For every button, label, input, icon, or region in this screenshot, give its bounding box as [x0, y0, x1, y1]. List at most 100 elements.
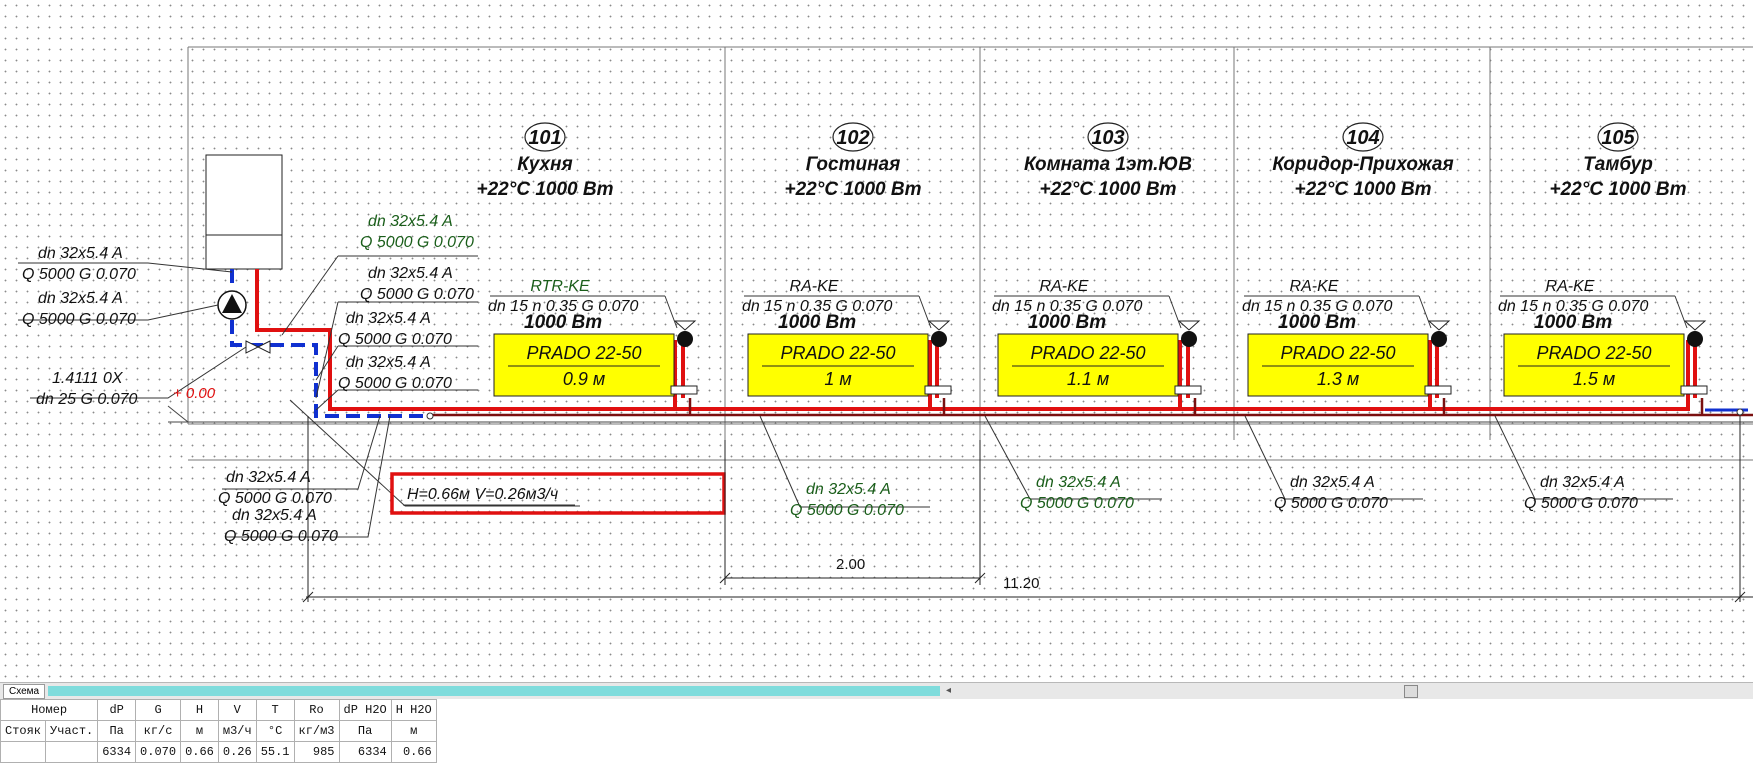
radiator-connection	[670, 385, 698, 395]
pump-icon[interactable]	[217, 290, 247, 320]
table-header-row: Номер dP G H V T Ro dP H2O H H2O	[0, 699, 437, 721]
pipe-label-left1: Q 5000 G 0.070	[22, 266, 136, 283]
table-cell[interactable]: 0.070	[135, 741, 182, 763]
room-number-badge	[832, 122, 874, 152]
table-header: H H2O	[390, 699, 437, 721]
room-params: +22°C 1000 Вт	[477, 179, 614, 200]
pipe-label-section4: Q 5000 G 0.070	[1524, 495, 1638, 512]
table-cell[interactable]: 0.66	[180, 741, 219, 763]
table-header: T	[255, 699, 295, 721]
floor-line	[167, 405, 1753, 423]
radiator-power-label: 1000 Вт	[1534, 312, 1612, 333]
valve-type-label: RA-KE	[790, 278, 839, 295]
table-cell[interactable]: 6334	[338, 741, 392, 763]
scroll-left-icon[interactable]: ◂	[946, 685, 952, 696]
table-cell[interactable]: 0.26	[217, 741, 257, 763]
table-cell[interactable]	[0, 741, 47, 763]
scroll-thumb[interactable]	[1404, 685, 1418, 698]
table-cell[interactable]: 6334	[97, 741, 137, 763]
boiler[interactable]	[205, 154, 283, 270]
radiator-power-label: 1000 Вт	[778, 312, 856, 333]
building-outline	[187, 46, 1753, 461]
table-units-row: Стояк Участ. Па кг/с м м3/ч °C кг/м3 Па …	[0, 720, 437, 742]
pipe-label-section2: Q 5000 G 0.070	[1020, 495, 1134, 512]
thermostatic-valve-icon[interactable]	[1427, 320, 1451, 347]
room-name: Тамбур	[1583, 154, 1653, 175]
pipe-label-main_top: Q 5000 G 0.070	[360, 234, 474, 251]
radiator-power-label: 1000 Вт	[1028, 312, 1106, 333]
results-table-panel: Номер dP G H V T Ro dP H2O H H2O Стояк У…	[0, 699, 1753, 782]
table-cell[interactable]: 55.1	[255, 741, 295, 763]
radiator-power-label: 1000 Вт	[1278, 312, 1356, 333]
radiator-power-label: 1000 Вт	[524, 312, 602, 333]
radiator[interactable]: PRADO 22-501.5 м	[1503, 333, 1685, 397]
room-number-badge	[1087, 122, 1129, 152]
table-header: кг/с	[135, 720, 182, 742]
pipe-label-riser1: Q 5000 G 0.070	[360, 286, 474, 303]
pipe-label-section2: dn 32x5.4 A	[1036, 474, 1121, 491]
pump-info-box[interactable]	[390, 472, 726, 515]
pipe-label-left2: Q 5000 G 0.070	[22, 311, 136, 328]
pipe-label-riser1: dn 32x5.4 A	[368, 265, 453, 282]
dimension-total: 11.20	[1003, 575, 1039, 592]
radiator-length: 1.5 м	[1573, 369, 1615, 389]
radiator-params-label: dn 15 n 0.35 G 0.070	[992, 298, 1142, 315]
table-cell[interactable]: 985	[293, 741, 340, 763]
radiator[interactable]: PRADO 22-501.3 м	[1247, 333, 1429, 397]
pipe-label-riser2: dn 32x5.4 A	[346, 310, 431, 327]
table-header: Па	[97, 720, 137, 742]
room-number: 101	[528, 127, 561, 149]
radiator-connection	[924, 385, 952, 395]
table-header: м3/ч	[217, 720, 257, 742]
pipe-end-marker	[1736, 408, 1744, 416]
tab-schema[interactable]: Схема	[3, 684, 46, 699]
horizontal-scrollbar[interactable]	[48, 686, 940, 696]
table-header: Па	[338, 720, 392, 742]
thermostatic-valve-icon[interactable]	[927, 320, 951, 347]
sheet-tab-bar: Схема ◂	[0, 682, 1753, 699]
thermostatic-valve-icon[interactable]	[673, 320, 697, 347]
table-header: H	[180, 699, 219, 721]
thermostatic-valve-icon[interactable]	[1177, 320, 1201, 347]
table-cell[interactable]	[45, 741, 99, 763]
pipe-label-main_top: dn 32x5.4 A	[368, 213, 453, 230]
radiator-length: 1.1 м	[1067, 369, 1109, 389]
table-header: Номер	[0, 699, 99, 721]
room-params: +22°C 1000 Вт	[1295, 179, 1432, 200]
room-number: 103	[1091, 127, 1124, 149]
radiator-model: PRADO 22-50	[780, 343, 895, 363]
table-cell[interactable]: 0.66	[390, 741, 437, 763]
pump-info-text: H=0.66м V=0.26м3/ч	[407, 486, 558, 503]
pipe-label-bottom1: dn 32x5.4 A	[226, 469, 311, 486]
return-pipe	[430, 398, 1753, 417]
radiator-params-label: dn 15 n 0.35 G 0.070	[488, 298, 638, 315]
pipe-label-bottom2: dn 32x5.4 A	[232, 507, 317, 524]
thermostatic-valve-icon[interactable]	[1683, 320, 1707, 347]
room-params: +22°C 1000 Вт	[1550, 179, 1687, 200]
elevation-label: + 0.00	[173, 385, 216, 402]
radiator-length: 1 м	[824, 369, 851, 389]
room-number: 104	[1346, 127, 1379, 149]
room-name: Гостиная	[806, 154, 901, 175]
leader-lines	[18, 255, 1673, 538]
room-number-badge	[1342, 122, 1384, 152]
radiator-length: 1.3 м	[1317, 369, 1359, 389]
table-header: dP	[97, 699, 137, 721]
room-params: +22°C 1000 Вт	[1040, 179, 1177, 200]
balancing-valve-icon[interactable]	[245, 340, 271, 354]
table-header: кг/м3	[293, 720, 340, 742]
table-header: м	[180, 720, 219, 742]
pipe-label-riser2: Q 5000 G 0.070	[338, 331, 452, 348]
radiator[interactable]: PRADO 22-500.9 м	[493, 333, 675, 397]
radiator-params-label: dn 15 n 0.35 G 0.070	[1242, 298, 1392, 315]
radiator[interactable]: PRADO 22-50 1 м	[747, 333, 929, 397]
table-header: G	[135, 699, 182, 721]
pipe-label-left1: dn 32x5.4 A	[38, 245, 123, 262]
radiator-params-label: dn 15 n 0.35 G 0.070	[742, 298, 892, 315]
table-row[interactable]: 6334 0.070 0.66 0.26 55.1 985 6334 0.66	[0, 741, 437, 763]
valve-type-label: RA-KE	[1546, 278, 1595, 295]
radiator[interactable]: PRADO 22-501.1 м	[997, 333, 1179, 397]
